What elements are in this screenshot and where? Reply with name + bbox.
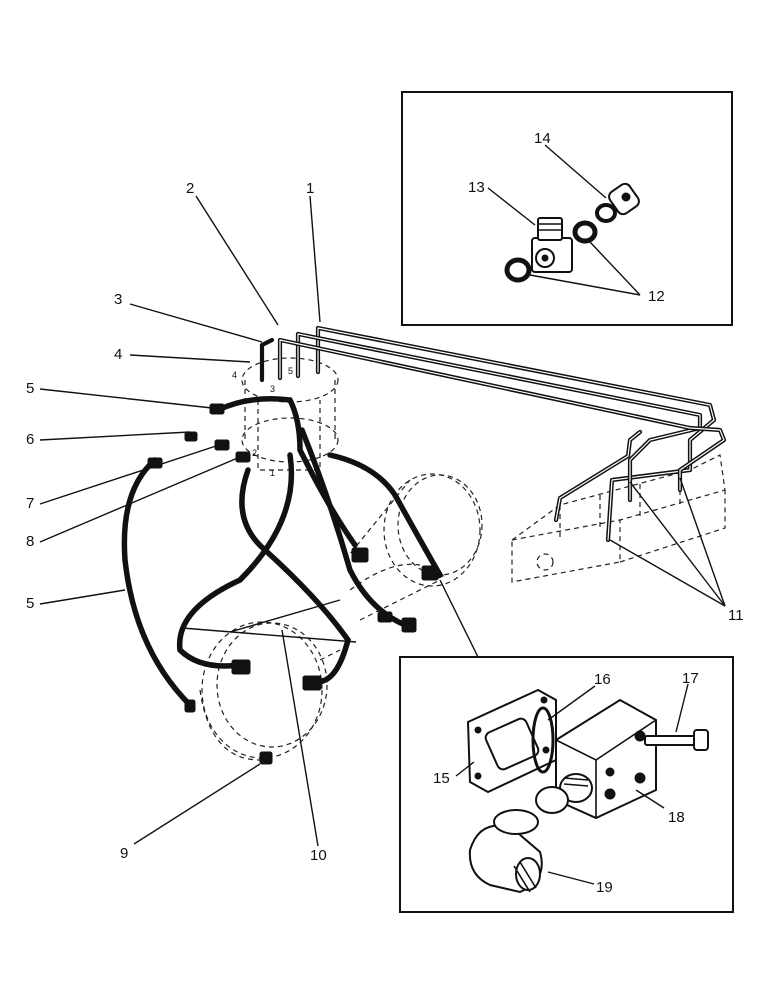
hose-fitting: [235, 451, 251, 463]
inset-box-top: 13 14 12: [401, 91, 733, 326]
leader-3: [129, 303, 263, 343]
hose-fitting: [184, 431, 198, 442]
leader-15: [455, 761, 475, 777]
flange-gasket: [466, 688, 557, 794]
hose-fitting: [377, 611, 393, 623]
leader-18: [635, 789, 665, 809]
hose-fitting: [209, 403, 225, 415]
leader-11a: [629, 481, 726, 607]
callout-2: 2: [186, 180, 194, 197]
fitting-nipple: [535, 773, 593, 814]
leader-9: [133, 763, 261, 845]
callout-4: 4: [114, 346, 122, 363]
main-callouts: 1 2 3 4 5 5 6 7 8 9 10 11: [26, 180, 744, 864]
hose-fitting: [351, 547, 369, 563]
leader-10-arrow-a: [181, 627, 357, 643]
inset-frame-bottom: [399, 656, 734, 913]
leader-11b: [679, 477, 726, 607]
callout-16: 16: [594, 671, 611, 688]
callout-13: 13: [468, 179, 485, 196]
callout-8: 8: [26, 533, 34, 550]
callout-10: 10: [310, 847, 327, 864]
callout-11: 11: [728, 607, 744, 624]
leader-5b: [39, 589, 126, 605]
leader-18-link: [439, 579, 479, 658]
valve-bank-outline: [511, 454, 726, 583]
o-ring-16: [531, 706, 555, 774]
hose-fitting: [302, 675, 322, 691]
callout-3: 3: [114, 291, 122, 308]
callout-5-upper: 5: [26, 380, 34, 397]
leader-2: [195, 195, 279, 326]
leader-13: [487, 187, 536, 226]
motor-outline-left: [199, 621, 341, 761]
callout-9: 9: [120, 845, 128, 862]
inset-box-bottom: 15 16 17 18 19: [399, 656, 734, 913]
callout-18: 18: [668, 809, 685, 826]
leader-14: [544, 144, 607, 199]
leader-5a: [39, 388, 213, 409]
leader-7: [39, 445, 217, 505]
port-mark-1: 1: [270, 468, 275, 478]
port-mark-3: 3: [270, 384, 275, 394]
leader-11c: [609, 539, 726, 607]
hose-fitting: [401, 617, 417, 633]
callout-14: 14: [534, 130, 551, 147]
elbow-fitting-9: [259, 751, 273, 765]
leader-17: [675, 683, 689, 733]
port-mark-2: 2: [252, 448, 257, 458]
hose-fitting: [184, 699, 196, 713]
leader-19: [547, 871, 595, 885]
hose-fitting: [231, 659, 251, 675]
hose-fitting: [421, 565, 439, 581]
callout-6: 6: [26, 431, 34, 448]
o-ring-right: [572, 220, 598, 244]
leader-6: [39, 431, 191, 441]
callout-17: 17: [682, 670, 699, 687]
callout-19: 19: [596, 879, 613, 896]
inset-frame-top: [401, 91, 733, 326]
hose-group: [121, 396, 444, 765]
callout-7: 7: [26, 495, 34, 512]
callout-15: 15: [433, 770, 450, 787]
bolt: [644, 729, 709, 751]
leader-16: [547, 685, 596, 721]
leader-10: [281, 629, 319, 847]
leader-8: [39, 456, 241, 543]
o-ring-left: [504, 257, 532, 283]
steel-tube-group: [259, 325, 727, 543]
leader-1: [309, 195, 321, 323]
elbow-fitting: [531, 217, 573, 273]
callout-12: 12: [648, 288, 665, 305]
connector-cap: [595, 182, 640, 223]
leader-10-arrow-b: [229, 599, 341, 633]
leader-4: [129, 354, 251, 363]
port-mark-4: 4: [232, 370, 237, 380]
leader-12b: [589, 241, 641, 296]
callout-1: 1: [306, 180, 314, 197]
leader-12a: [529, 274, 641, 296]
elbow-fitting-19: [468, 809, 543, 894]
callout-5-lower: 5: [26, 595, 34, 612]
hose-fitting: [214, 439, 230, 451]
port-mark-5: 5: [288, 366, 293, 376]
